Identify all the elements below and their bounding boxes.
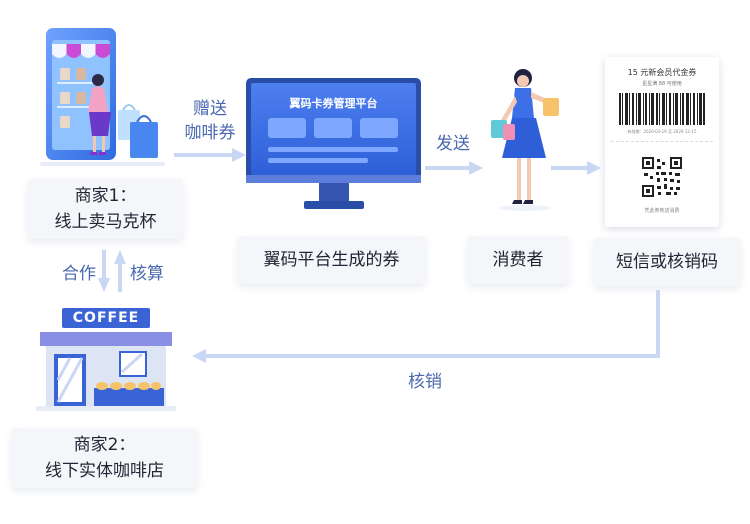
cooperate-arrow-down	[98, 250, 110, 292]
merchant2-line2: 线下实体咖啡店	[45, 461, 164, 481]
gift-coupon-text: 赠送 咖啡券	[172, 97, 248, 145]
consumer-illustration	[491, 69, 559, 211]
coupon-subtitle: 星星满 88 可使用	[642, 81, 682, 87]
platform-screen-title: 翼码卡券管理平台	[289, 97, 378, 110]
coffee-sign-text: COFFEE	[72, 310, 140, 326]
coupon-divider	[611, 141, 713, 142]
gift-text-line1: 赠送	[193, 99, 227, 119]
coffee-store-illustration	[36, 308, 176, 411]
coupon-arrow	[551, 161, 601, 175]
merchant1-line1: 商家1：	[74, 186, 137, 206]
coupon-dates: 有效期：2020-03-19 至 2020-12-15	[627, 129, 697, 134]
gift-arrow	[174, 148, 246, 162]
consumer-caption: 消费者	[492, 250, 544, 270]
platform-label: 翼码平台生成的券	[238, 236, 425, 284]
merchant1-line2: 线上卖马克杯	[54, 212, 157, 232]
online-shop-illustration	[40, 28, 165, 166]
gift-text-line2: 咖啡券	[184, 123, 236, 143]
barcode-icon	[619, 93, 705, 125]
coupon-footer: 凭此券到店消费	[644, 208, 680, 214]
merchant1-label: 商家1： 线上卖马克杯	[28, 179, 183, 239]
send-arrow	[425, 161, 483, 175]
platform-caption: 翼码平台生成的券	[263, 250, 400, 270]
settle-arrow-up	[114, 250, 126, 292]
merchant2-label: 商家2： 线下实体咖啡店	[12, 428, 197, 488]
cooperate-text: 合作	[62, 264, 96, 284]
coupon-caption: 短信或核销码	[616, 252, 718, 272]
merchant2-line1: 商家2：	[73, 435, 136, 455]
platform-monitor	[246, 78, 421, 209]
redeem-text: 核销	[408, 372, 442, 392]
settle-text: 核算	[130, 264, 164, 284]
send-text: 发送	[436, 134, 470, 154]
qr-code-icon	[642, 157, 682, 197]
coupon-card: 15 元新会员代金券 星星满 88 可使用 有效期：2020-03-19 至 2…	[605, 57, 719, 227]
coupon-label: 短信或核销码	[594, 238, 740, 286]
coupon-title: 15 元新会员代金券	[627, 68, 697, 77]
consumer-label: 消费者	[468, 236, 568, 284]
redeem-arrow	[192, 290, 660, 363]
